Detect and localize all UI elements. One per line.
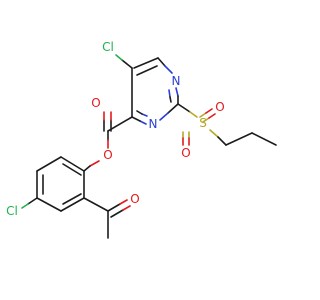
bond (159, 112, 169, 121)
bond (36, 197, 62, 212)
bond (119, 199, 128, 205)
bond (164, 65, 173, 74)
nitrogen-atom-label: N (172, 74, 181, 88)
bond (60, 197, 85, 212)
bond (83, 165, 91, 172)
bond (131, 116, 141, 122)
bond (136, 65, 158, 76)
bond (139, 120, 147, 125)
bond (199, 112, 207, 118)
bond (62, 193, 82, 205)
chlorine-atom-label: Cl (6, 204, 18, 218)
bond (122, 205, 131, 211)
benzene-ring (36, 156, 85, 212)
bond (157, 57, 166, 67)
bond (115, 54, 123, 61)
ester-oxygen-label: O (103, 148, 112, 162)
pyrimidine-ring (131, 57, 179, 125)
bond (89, 160, 100, 167)
bond (27, 197, 38, 205)
structure-diagram: Cl N N O O S O O O Cl (6, 40, 277, 239)
bond (62, 163, 82, 176)
bond (205, 108, 213, 114)
bond (107, 116, 133, 132)
acetyl-oxygen-label: O (130, 192, 139, 206)
bond (121, 59, 133, 69)
bond (107, 203, 121, 212)
bond (83, 197, 109, 212)
sulfur-atom-label: S (199, 116, 207, 130)
chlorine-atom-label: Cl (102, 40, 114, 54)
bond (21, 203, 29, 209)
bond (167, 103, 179, 114)
bond (177, 103, 191, 113)
bond (141, 113, 148, 117)
bond (209, 129, 219, 138)
bond (202, 117, 210, 123)
sulfonyl-oxygen-label: O (215, 100, 224, 114)
bond (251, 132, 277, 146)
carbonyl-oxygen-label: O (91, 96, 100, 110)
bond (110, 209, 124, 218)
molecule-svg: Cl N N O O S O O O Cl (6, 40, 277, 239)
bond (175, 87, 179, 97)
bond (36, 156, 62, 172)
bond (133, 57, 159, 69)
bond (136, 110, 143, 115)
bond (60, 156, 85, 172)
bond (189, 111, 198, 118)
bond (208, 113, 216, 119)
nitrogen-atom-label: N (149, 117, 158, 131)
sulfonyl-oxygen-label: O (181, 146, 190, 160)
bond (217, 136, 227, 146)
bond (168, 89, 171, 98)
bond (225, 132, 253, 146)
bond (169, 96, 172, 103)
